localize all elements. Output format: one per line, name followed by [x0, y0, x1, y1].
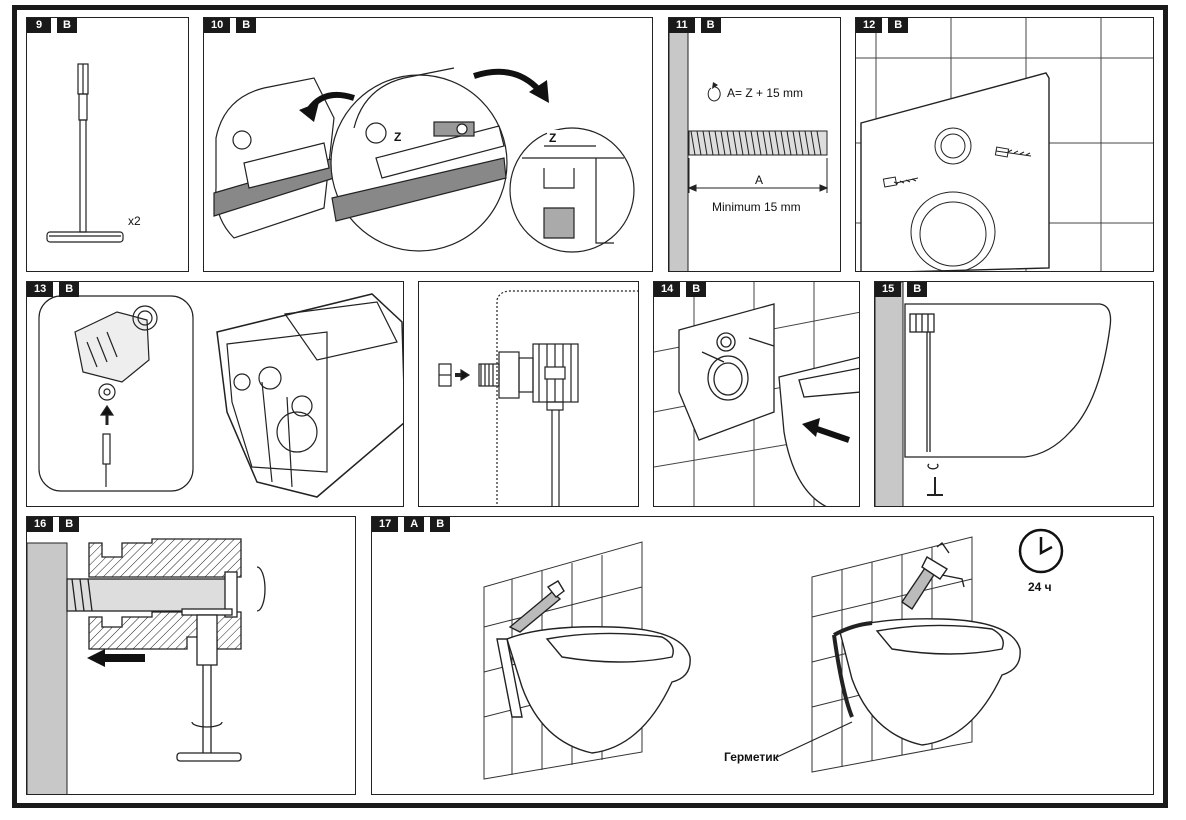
- panel-15-badges: 15 B: [875, 282, 928, 297]
- panel-12-badges: 12 B: [856, 18, 909, 33]
- panel-17-badges: 17 A B: [372, 517, 451, 532]
- variant-badge-b: B: [430, 517, 451, 532]
- step-number-badge: 10: [204, 18, 231, 33]
- dimension-a-label: A: [755, 173, 764, 187]
- panel-13-badges: 13 B: [27, 282, 80, 297]
- sealant-label: Герметик: [724, 750, 779, 764]
- measure-distance-illustration: [213, 67, 635, 253]
- panel-step-10: 10 B: [203, 17, 653, 272]
- variant-badge: B: [236, 18, 257, 33]
- variant-badge: B: [57, 18, 77, 33]
- panel-16-badges: 16 B: [27, 517, 80, 532]
- panel-step-13: 13 B: [26, 281, 404, 507]
- step-number-badge: 11: [669, 18, 695, 33]
- variant-badge: B: [888, 18, 909, 33]
- bowl-mounting-illustration: [654, 282, 859, 506]
- panel-9-badges: 9 B: [27, 18, 77, 33]
- variant-badge: B: [59, 282, 80, 297]
- mounting-plate-illustration: [856, 18, 1153, 271]
- quantity-label: x2: [128, 214, 141, 228]
- panel-step-9: 9 B x2: [26, 17, 189, 272]
- variant-badge: B: [907, 282, 928, 297]
- step-number-badge: 16: [27, 517, 54, 532]
- step-number-badge: 14: [654, 282, 681, 297]
- variant-badge: B: [59, 517, 80, 532]
- variant-badge: B: [686, 282, 707, 297]
- sealing-illustration: [483, 528, 1064, 780]
- instruction-sheet-frame: [12, 5, 1168, 808]
- panel-step-15: 15 B: [874, 281, 1154, 507]
- length-formula: A= Z + 15 mm: [727, 86, 804, 100]
- panel-step-13-detail: [418, 281, 639, 507]
- curing-time-label: 24 ч: [1028, 580, 1052, 594]
- panel-14-badges: 14 B: [654, 282, 707, 297]
- variant-badge-a: A: [404, 517, 425, 532]
- panel-10-badges: 10 B: [204, 18, 257, 33]
- variant-badge: B: [700, 18, 721, 33]
- bowl-fixing-illustration: [875, 282, 1112, 506]
- minimum-length-label: Minimum 15 mm: [712, 200, 801, 214]
- key-tool-illustration: [46, 63, 124, 243]
- fitting-insertion-illustration: [438, 290, 638, 506]
- panel-11-badges: 11 B: [669, 18, 721, 33]
- fitting-cross-section-illustration: [27, 538, 266, 794]
- step-number-badge: 9: [27, 18, 51, 33]
- step-number-badge: 12: [856, 18, 883, 33]
- panel-step-16: 16 B: [26, 516, 356, 795]
- threaded-rod-illustration: [669, 18, 829, 271]
- step-number-badge: 17: [372, 517, 399, 532]
- panel-step-12: 12 B: [855, 17, 1154, 272]
- distance-z-detail-label: Z: [549, 131, 557, 145]
- step-number-badge: 15: [875, 282, 902, 297]
- distance-z-label: Z: [394, 130, 402, 144]
- panel-step-14: 14 B: [653, 281, 860, 507]
- fitting-and-bowl-illustration: [38, 293, 403, 498]
- step-number-badge: 13: [27, 282, 54, 297]
- panel-step-17: 17 A B: [371, 516, 1154, 795]
- panel-step-11: 11 B A= Z + 15 mm A Minimum 15 mm: [668, 17, 841, 272]
